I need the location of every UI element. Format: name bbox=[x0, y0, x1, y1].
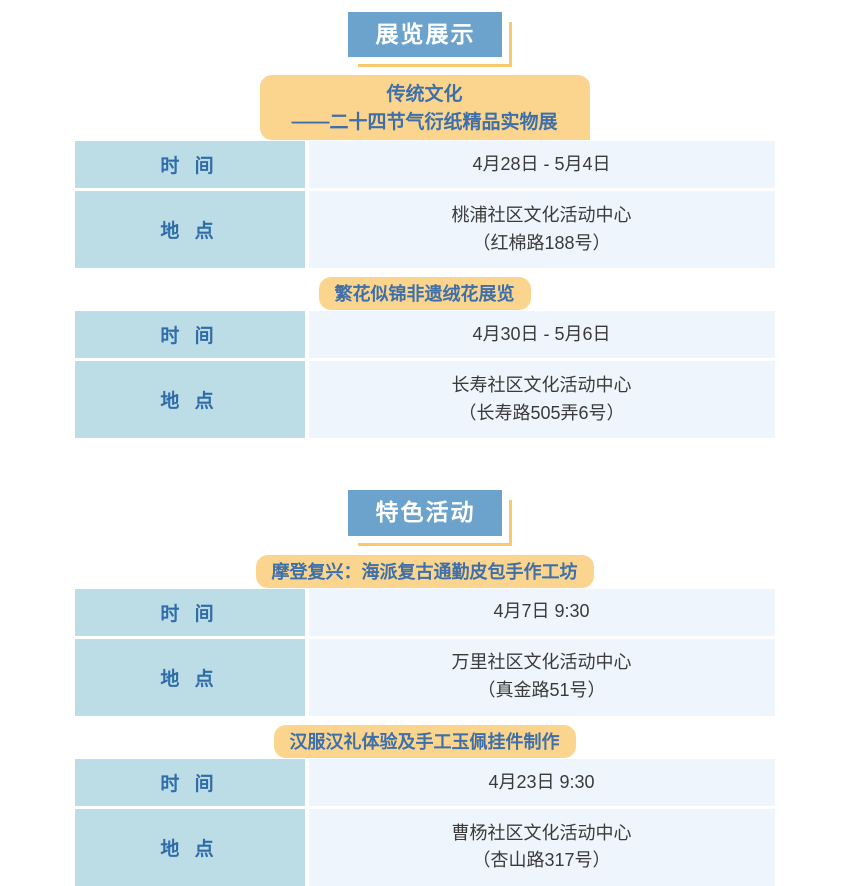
row-value-line2: （红棉路188号） bbox=[472, 232, 611, 253]
info-table: 时 间 4月28日 - 5月4日 地 点 桃浦社区文化活动中心 （红棉路188号… bbox=[74, 141, 775, 269]
entry-title-line1: 繁花似锦非遗绒花展览 bbox=[334, 284, 515, 305]
row-value-line1: 4月7日 9:30 bbox=[493, 601, 590, 622]
entry-title-line2: ——二十四节气衍纸精品实物展 bbox=[291, 111, 558, 133]
entry-title-banner: 摩登复兴：海派复古通勤皮包手作工坊 bbox=[255, 554, 594, 588]
entry-title-line1: 摩登复兴：海派复古通勤皮包手作工坊 bbox=[271, 561, 578, 582]
row-label: 地 点 bbox=[74, 638, 305, 716]
row-label: 地 点 bbox=[74, 808, 305, 886]
row-label: 时 间 bbox=[74, 141, 305, 189]
row-label: 时 间 bbox=[74, 588, 305, 636]
table-row: 地 点 曹杨社区文化活动中心 （杏山路317号） bbox=[74, 808, 775, 886]
row-label: 时 间 bbox=[74, 311, 305, 359]
section-badge-exhibitions: 展览展示 bbox=[0, 12, 849, 68]
info-table: 时 间 4月7日 9:30 地 点 万里社区文化活动中心 （真金路51号） bbox=[74, 588, 775, 716]
entry-title-banner: 汉服汉礼体验及手工玉佩挂件制作 bbox=[273, 724, 576, 758]
row-label: 地 点 bbox=[74, 361, 305, 439]
table-row: 时 间 4月28日 - 5月4日 bbox=[74, 141, 775, 189]
row-value-line1: 桃浦社区文化活动中心 bbox=[451, 205, 632, 225]
row-value-line1: 4月23日 9:30 bbox=[488, 771, 595, 792]
section-badge-label: 展览展示 bbox=[347, 12, 512, 68]
row-value: 4月28日 - 5月4日 bbox=[308, 141, 775, 189]
section-spacer bbox=[0, 438, 849, 478]
row-value-line1: 长寿社区文化活动中心 bbox=[451, 375, 632, 396]
entry-title-banner: 传统文化 ——二十四节气衍纸精品实物展 bbox=[259, 75, 590, 141]
row-value-line1: 4月30日 - 5月6日 bbox=[472, 324, 611, 345]
row-value: 4月23日 9:30 bbox=[308, 758, 775, 806]
entry-title-banner-row: 汉服汉礼体验及手工玉佩挂件制作 bbox=[0, 724, 849, 758]
row-value-line1: 万里社区文化活动中心 bbox=[451, 652, 632, 673]
entry-title-banner-row: 繁花似锦非遗绒花展览 bbox=[0, 277, 849, 311]
section-badge-activities: 特色活动 bbox=[0, 490, 849, 547]
row-value: 4月30日 - 5月6日 bbox=[308, 311, 775, 359]
table-row: 地 点 长寿社区文化活动中心 （长寿路505弄6号） bbox=[74, 361, 775, 439]
entry-title-line1: 汉服汉礼体验及手工玉佩挂件制作 bbox=[289, 731, 560, 752]
section-badge-label: 特色活动 bbox=[347, 490, 512, 547]
entry-title-line1: 传统文化 bbox=[386, 84, 463, 106]
entry-title-banner: 繁花似锦非遗绒花展览 bbox=[318, 277, 531, 311]
table-row: 时 间 4月23日 9:30 bbox=[74, 758, 775, 806]
row-value: 4月7日 9:30 bbox=[308, 588, 775, 636]
poster-page: 展览展示 传统文化 ——二十四节气衍纸精品实物展 时 间 4月28日 - 5月4… bbox=[0, 12, 849, 886]
row-value-line1: 4月28日 - 5月4日 bbox=[472, 153, 611, 174]
table-row: 地 点 万里社区文化活动中心 （真金路51号） bbox=[74, 638, 775, 716]
row-value: 万里社区文化活动中心 （真金路51号） bbox=[308, 638, 775, 716]
entry-title-banner-row: 传统文化 ——二十四节气衍纸精品实物展 bbox=[0, 75, 849, 141]
row-value-line2: （长寿路505弄6号） bbox=[458, 402, 625, 423]
table-row: 地 点 桃浦社区文化活动中心 （红棉路188号） bbox=[74, 191, 775, 269]
row-value-line2: （真金路51号） bbox=[477, 680, 606, 701]
row-value-line2: （杏山路317号） bbox=[472, 850, 611, 871]
row-label: 地 点 bbox=[74, 191, 305, 269]
table-row: 时 间 4月30日 - 5月6日 bbox=[74, 311, 775, 359]
row-value: 桃浦社区文化活动中心 （红棉路188号） bbox=[308, 191, 775, 269]
info-table: 时 间 4月23日 9:30 地 点 曹杨社区文化活动中心 （杏山路317号） bbox=[74, 758, 775, 886]
row-value: 曹杨社区文化活动中心 （杏山路317号） bbox=[308, 808, 775, 886]
row-value: 长寿社区文化活动中心 （长寿路505弄6号） bbox=[308, 361, 775, 439]
table-row: 时 间 4月7日 9:30 bbox=[74, 588, 775, 636]
entry-title-banner-row: 摩登复兴：海派复古通勤皮包手作工坊 bbox=[0, 554, 849, 588]
row-value-line1: 曹杨社区文化活动中心 bbox=[451, 822, 632, 843]
row-label: 时 间 bbox=[74, 758, 305, 806]
info-table: 时 间 4月30日 - 5月6日 地 点 长寿社区文化活动中心 （长寿路505弄… bbox=[74, 311, 775, 439]
